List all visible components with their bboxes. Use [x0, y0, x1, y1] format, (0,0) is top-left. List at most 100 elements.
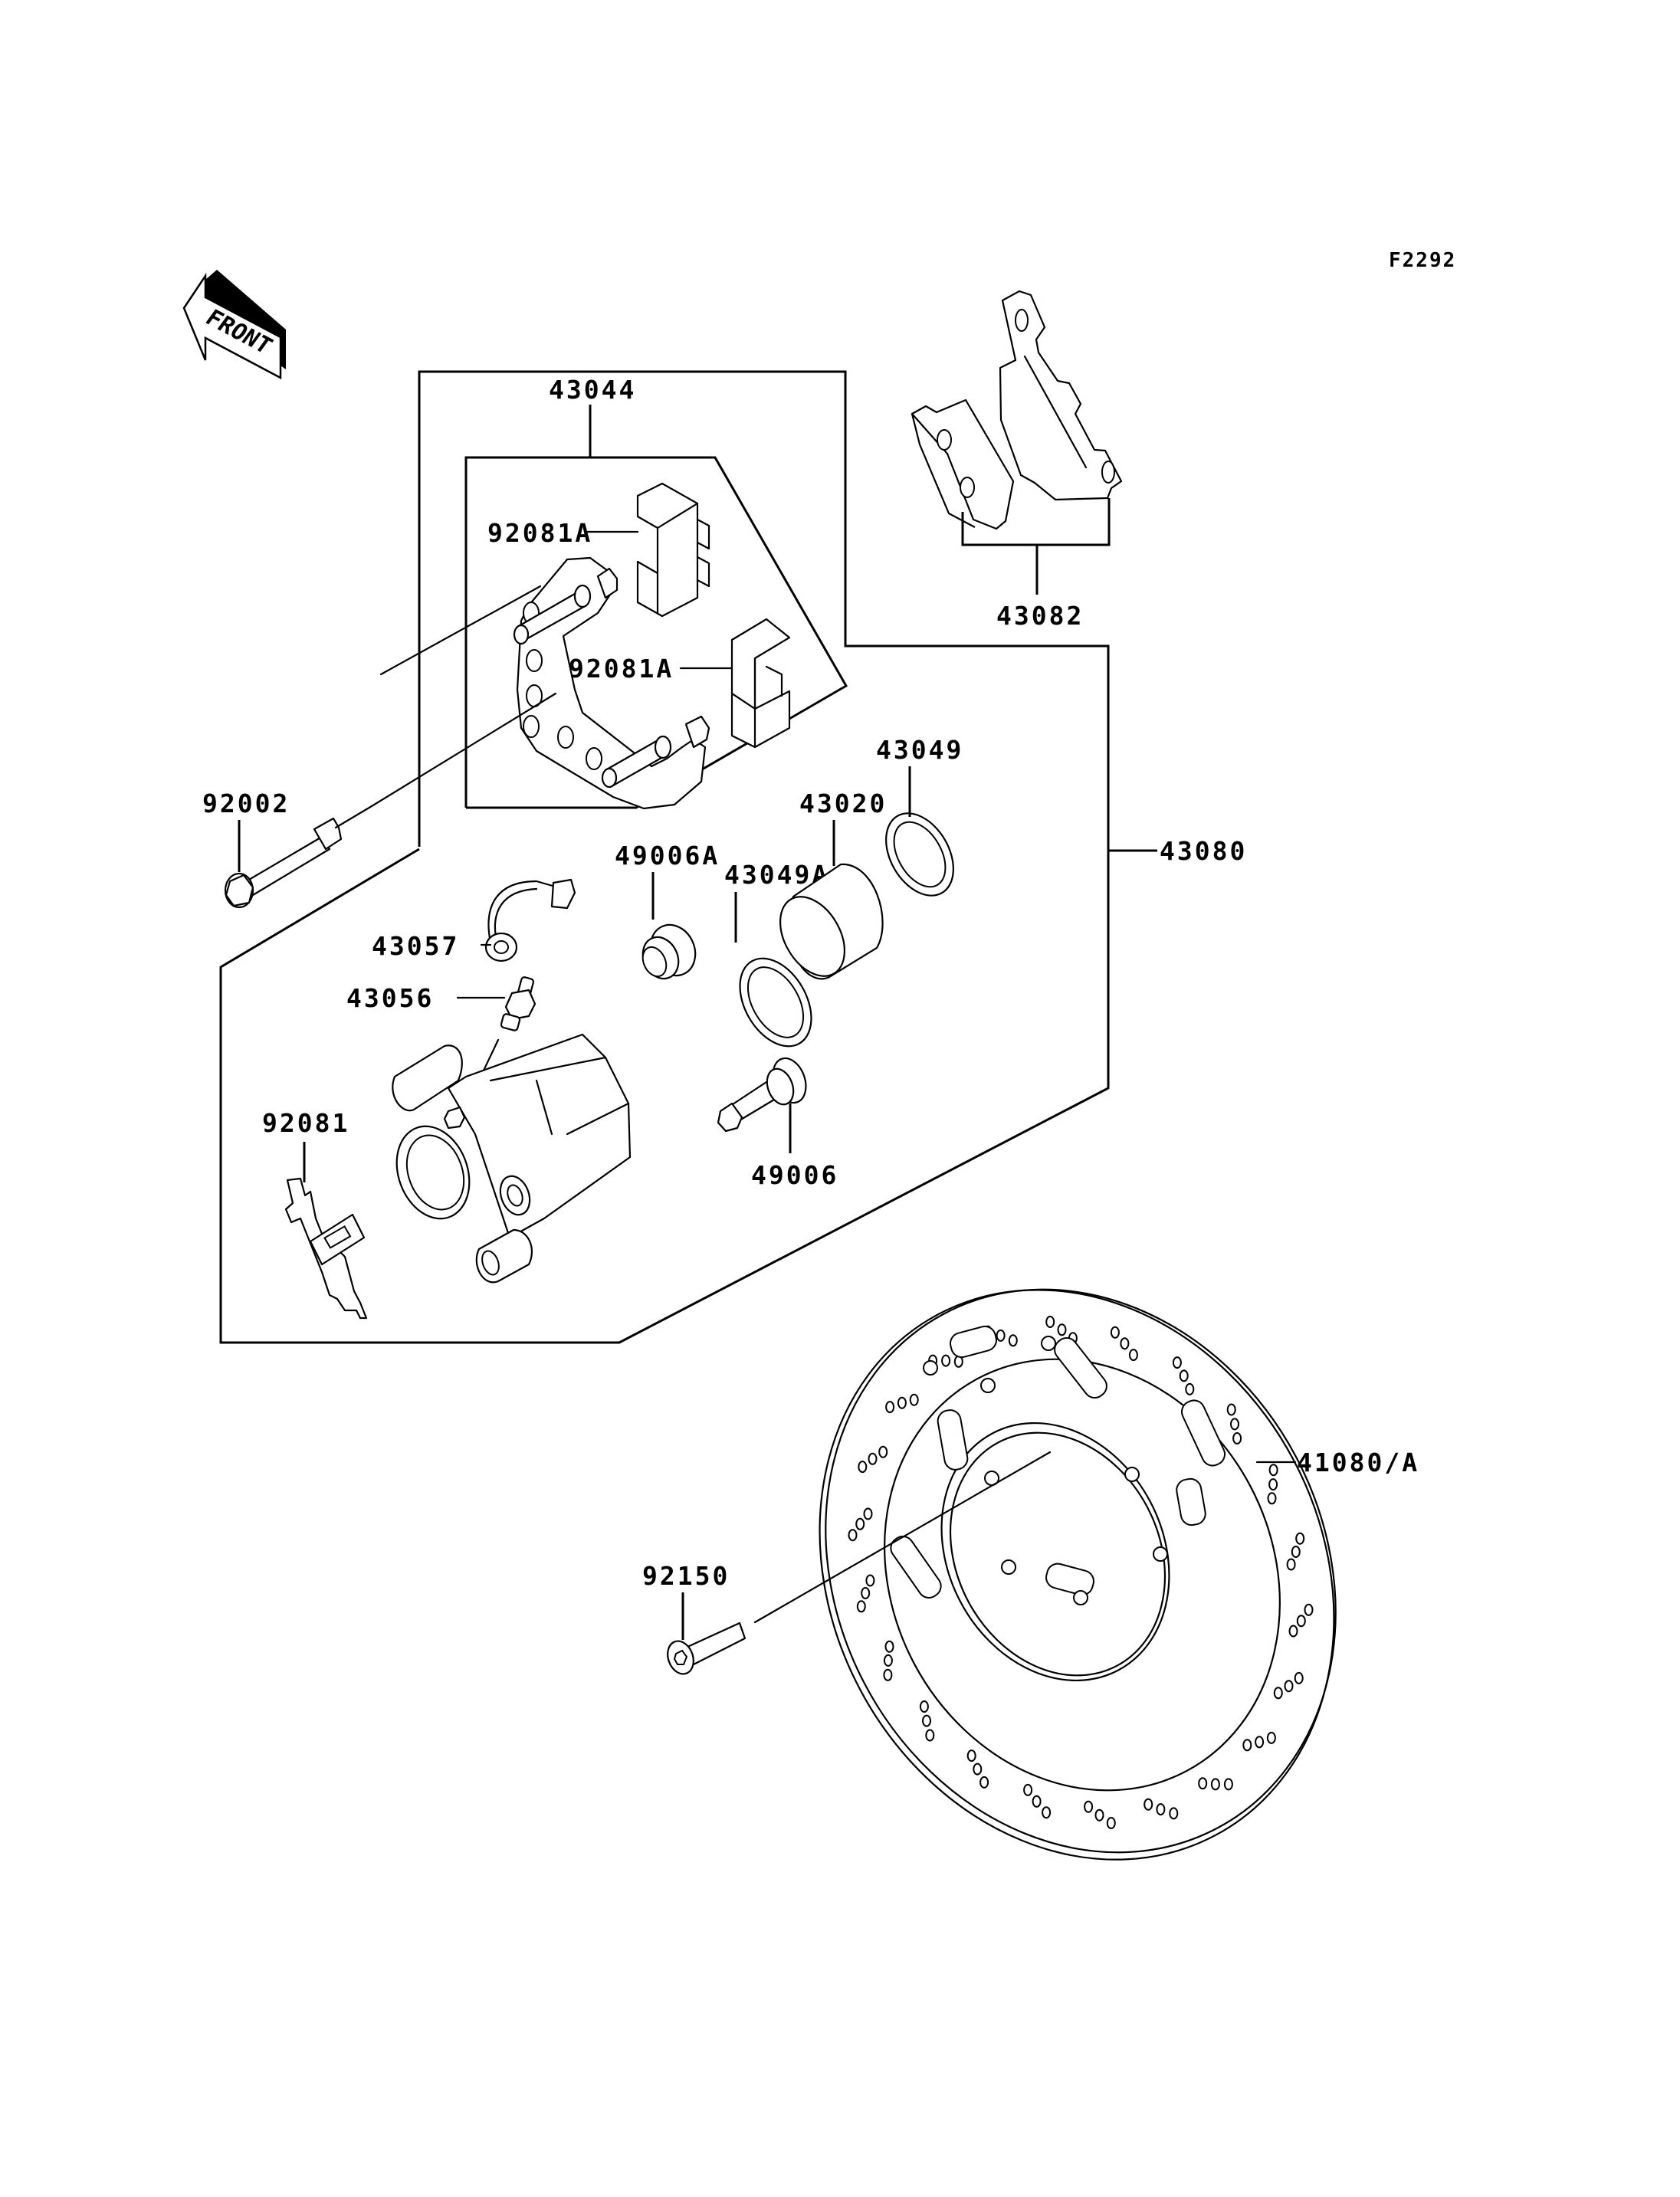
vent-hole	[922, 1714, 931, 1727]
vent-hole	[855, 1517, 865, 1530]
vent-hole	[1294, 1671, 1304, 1684]
vent-hole	[1255, 1736, 1265, 1749]
vent-hole	[1223, 1778, 1233, 1791]
callout-92081a-lower: 92081A	[569, 654, 674, 684]
caliper-holder	[513, 556, 710, 810]
callout-43056: 43056	[346, 983, 434, 1013]
vent-hole	[1286, 1558, 1296, 1571]
vent-hole	[884, 1640, 894, 1653]
callout-43049: 43049	[876, 735, 963, 765]
vent-hole	[1169, 1807, 1179, 1820]
pin-boot	[641, 923, 697, 980]
vent-hole	[1094, 1808, 1104, 1822]
vent-hole	[979, 1776, 989, 1789]
vent-hole	[1268, 1464, 1278, 1477]
vent-hole	[1273, 1687, 1283, 1700]
vent-hole	[941, 1354, 951, 1367]
dust-seal	[885, 812, 954, 897]
vent-hole	[1226, 1403, 1236, 1416]
callout-43082: 43082	[996, 601, 1084, 631]
vent-hole	[1084, 1800, 1094, 1813]
vent-hole	[1291, 1546, 1301, 1558]
holder-assembly-outline	[464, 405, 848, 809]
callout-43020: 43020	[799, 789, 887, 818]
vent-hole	[1106, 1817, 1116, 1829]
caliper-body	[392, 1033, 632, 1284]
vent-hole	[868, 1452, 878, 1465]
vent-hole	[1179, 1369, 1189, 1382]
vent-hole	[865, 1574, 875, 1587]
vent-hole	[861, 1587, 871, 1599]
caliper-assembly-outline	[219, 370, 1157, 1344]
vent-hole	[1295, 1532, 1305, 1545]
vent-hole	[1120, 1337, 1130, 1350]
vent-hole	[1032, 1795, 1042, 1808]
vent-hole	[1284, 1680, 1294, 1693]
vent-hole	[878, 1445, 888, 1458]
vent-hole	[996, 1329, 1006, 1342]
vent-hole	[1110, 1326, 1120, 1339]
brake-pad-right	[999, 290, 1123, 501]
pad-spring-upper	[636, 482, 710, 618]
pad-spring-92081	[284, 1177, 368, 1320]
vent-hole	[1185, 1382, 1195, 1395]
vent-hole	[897, 1396, 907, 1409]
vent-hole	[856, 1600, 866, 1613]
vent-hole	[909, 1393, 919, 1406]
piston-seal	[739, 957, 812, 1048]
figure-id: F2292	[1389, 249, 1456, 272]
vent-hole	[1144, 1798, 1153, 1811]
vent-hole	[1268, 1478, 1278, 1491]
vent-hole	[858, 1461, 868, 1474]
vent-hole	[1242, 1739, 1252, 1752]
front-arrow-icon: FRONT	[182, 270, 286, 380]
bleeder-valve	[500, 976, 536, 1031]
vent-hole	[1267, 1492, 1277, 1505]
vent-hole	[1288, 1625, 1298, 1638]
callout-49006: 49006	[751, 1160, 838, 1190]
pad-spring-lower	[730, 618, 791, 749]
holder-bolt	[224, 817, 343, 909]
callout-43057: 43057	[372, 931, 459, 961]
slide-pin	[717, 1057, 807, 1133]
callout-43044: 43044	[549, 375, 636, 405]
disc-slots	[890, 1325, 1226, 1599]
vent-hole	[1057, 1323, 1067, 1336]
vent-hole	[919, 1700, 929, 1713]
vent-hole	[1023, 1783, 1033, 1796]
vent-hole	[1156, 1803, 1166, 1816]
vent-hole	[1008, 1334, 1018, 1347]
vent-hole	[885, 1401, 895, 1414]
brake-pad-left	[911, 398, 1015, 530]
vent-hole	[1266, 1731, 1276, 1744]
vent-hole	[848, 1529, 858, 1542]
vent-hole	[883, 1654, 893, 1667]
callout-92081a-upper: 92081A	[487, 518, 592, 548]
vent-hole	[1045, 1316, 1055, 1328]
vent-hole	[925, 1729, 935, 1742]
vent-hole	[1230, 1418, 1239, 1431]
callout-43080: 43080	[1160, 836, 1247, 866]
vent-hole	[1304, 1603, 1314, 1616]
vent-hole	[1042, 1806, 1052, 1819]
bleeder-cap	[484, 878, 576, 962]
callout-92002: 92002	[202, 789, 290, 818]
vent-hole	[1172, 1356, 1182, 1369]
callout-41080a: 41080/A	[1297, 1448, 1419, 1477]
vent-hole	[1198, 1777, 1208, 1790]
disc-bolt	[667, 1622, 746, 1675]
vent-hole	[883, 1668, 893, 1681]
vent-hole	[1296, 1615, 1306, 1628]
callout-92150: 92150	[642, 1561, 730, 1591]
callout-92081: 92081	[262, 1108, 349, 1138]
vent-hole	[1232, 1432, 1242, 1444]
vent-hole	[973, 1763, 983, 1776]
vent-hole	[966, 1749, 976, 1763]
vent-hole	[1128, 1349, 1138, 1362]
piston	[779, 863, 884, 980]
callout-49006a: 49006A	[615, 841, 720, 871]
vent-hole	[1210, 1778, 1220, 1791]
vent-hole	[863, 1507, 873, 1520]
brake-disc	[819, 1288, 1337, 1861]
